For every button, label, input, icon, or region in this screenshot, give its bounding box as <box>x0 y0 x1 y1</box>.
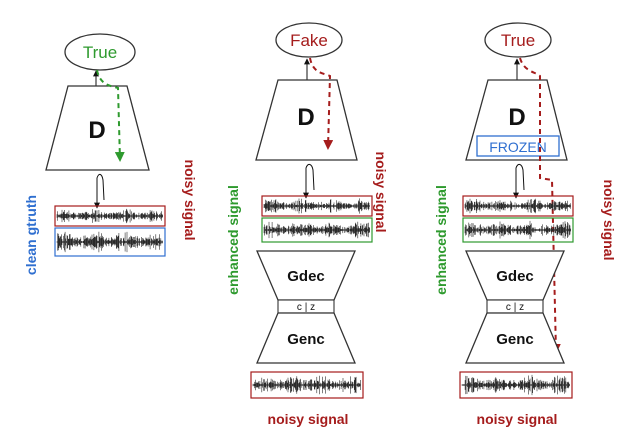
input-label: noisy signal <box>477 411 558 427</box>
enhanced-signal-box <box>261 217 373 243</box>
waveform-trace <box>464 198 571 214</box>
discriminator-label: D <box>297 104 314 131</box>
input-signal-waveform <box>252 375 361 395</box>
encoder-block <box>256 312 356 364</box>
encoder-label: Genc <box>496 331 534 348</box>
noisy-signal-waveform <box>56 208 163 224</box>
frozen-label: FROZEN <box>489 139 547 155</box>
encoder-block <box>465 312 565 364</box>
enhanced-signal-waveform <box>464 220 571 240</box>
clean-label: clean gtruth <box>23 195 39 275</box>
clean-signal-waveform <box>56 231 163 253</box>
decoder-label: Gdec <box>496 268 534 285</box>
output-label: True <box>83 43 117 62</box>
discriminator-label: D <box>88 117 105 144</box>
waveform-trace <box>461 374 570 396</box>
waveform-trace <box>263 198 370 214</box>
decoder-label: Gdec <box>287 268 325 285</box>
waveform-trace <box>464 220 571 240</box>
frozen-badge <box>476 135 560 157</box>
input-signal-box <box>250 371 364 399</box>
gradient-arrow <box>309 57 334 150</box>
input-signal-box <box>459 371 573 399</box>
input-label: noisy signal <box>268 411 349 427</box>
input-arrow <box>513 163 525 199</box>
input-signal-waveform <box>461 374 570 396</box>
panel-1: True D clean gtruth noisy signal <box>23 33 198 275</box>
noisy-label: noisy signal <box>601 180 617 261</box>
noisy-signal-box <box>462 195 574 217</box>
enhanced-label: enhanced signal <box>433 185 449 295</box>
enhanced-signal-box <box>462 217 574 243</box>
output-node <box>484 22 552 58</box>
enhanced-label: enhanced signal <box>225 185 241 295</box>
noisy-signal-waveform <box>464 198 571 214</box>
latent-label: c | z <box>506 302 524 313</box>
encoder-label: Genc <box>287 331 325 348</box>
output-label: Fake <box>290 31 328 50</box>
waveform-trace <box>56 208 163 224</box>
noisy-signal-box <box>54 205 166 227</box>
waveform-trace <box>263 221 370 239</box>
input-arrow <box>303 163 315 199</box>
waveform-trace <box>56 231 163 253</box>
noisy-signal-waveform <box>263 198 370 214</box>
noisy-label: noisy signal <box>373 152 389 233</box>
output-node <box>64 33 136 71</box>
clean-signal-box <box>54 227 166 257</box>
discriminator-label: D <box>508 104 525 131</box>
noisy-label: noisy signal <box>182 160 198 241</box>
output-label: True <box>501 31 535 50</box>
discriminator-block <box>45 85 150 171</box>
panel-3: True D FROZEN Gdec c | z Genc enhanced s… <box>433 22 617 427</box>
noisy-signal-box <box>261 195 373 217</box>
gradient-arrow <box>96 69 125 162</box>
input-arrow <box>94 173 105 209</box>
panel-2: Fake D Gdec c | z Genc enhanced signal n… <box>225 22 389 427</box>
gradient-arrow <box>519 57 561 354</box>
waveform-trace <box>252 375 361 395</box>
enhanced-signal-waveform <box>263 221 370 239</box>
output-node <box>275 22 343 58</box>
latent-label: c | z <box>297 302 315 313</box>
